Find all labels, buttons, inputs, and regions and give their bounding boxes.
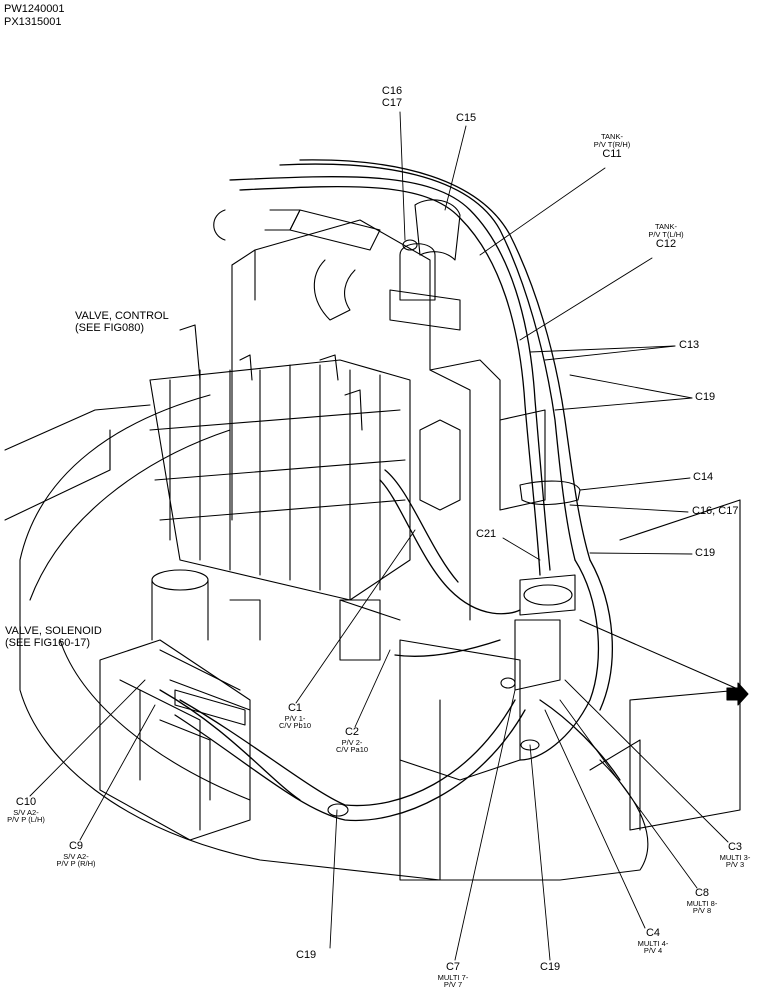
label-c8: C8 MULTI 8- P/V 8 — [686, 887, 718, 916]
upper-frame — [4, 394, 741, 881]
label-c12: TANK- P/V T(L/H) C12 — [648, 222, 684, 250]
label-c16-c17-top: C16 C17 — [381, 85, 403, 109]
direction-arrow-icon — [726, 682, 749, 706]
label-c19-mid: C19 — [695, 547, 716, 559]
label-c2: C2 P/V 2- C/V Pa10 — [335, 726, 369, 755]
label-c11: TANK- P/V T(R/H) C11 — [593, 132, 631, 160]
label-c7: C7 MULTI 7- P/V 7 — [437, 961, 469, 990]
label-c14: C14 — [693, 471, 714, 483]
label-valve-solenoid: VALVE, SOLENOID (SEE FIG160-17) — [5, 625, 102, 649]
label-c9: C9 S/V A2- P/V P (R/H) — [56, 840, 96, 869]
tank-body — [213, 209, 546, 881]
label-c13: C13 — [679, 339, 700, 351]
label-c19-right: C19 — [695, 391, 716, 403]
label-c4: C4 MULTI 4- P/V 4 — [637, 927, 669, 956]
label-c1: C1 P/V 1- C/V Pb10 — [278, 702, 312, 731]
clamps — [327, 199, 581, 817]
multi-control-valve — [514, 574, 576, 691]
label-c19-bottom-right: C19 — [540, 961, 561, 973]
label-valve-control: VALVE, CONTROL (SEE FIG080) — [75, 310, 169, 334]
figure-id-2: PX1315001 — [4, 16, 62, 28]
leader-lines — [29, 111, 729, 961]
control-valve-block — [149, 324, 411, 661]
hose-bundle — [159, 159, 621, 822]
label-c10: C10 S/V A2- P/V P (L/H) — [7, 796, 45, 825]
figure-id-1: PW1240001 — [4, 3, 65, 15]
label-c16-c17-right: C16, C17 — [692, 505, 739, 517]
label-c19-bottom-left: C19 — [296, 949, 317, 961]
label-c21: C21 — [476, 528, 497, 540]
label-c15: C15 — [456, 112, 477, 124]
solenoid-valve-block — [99, 639, 251, 841]
pedestal — [151, 569, 209, 641]
label-c3: C3 MULTI 3- P/V 3 — [719, 841, 751, 870]
